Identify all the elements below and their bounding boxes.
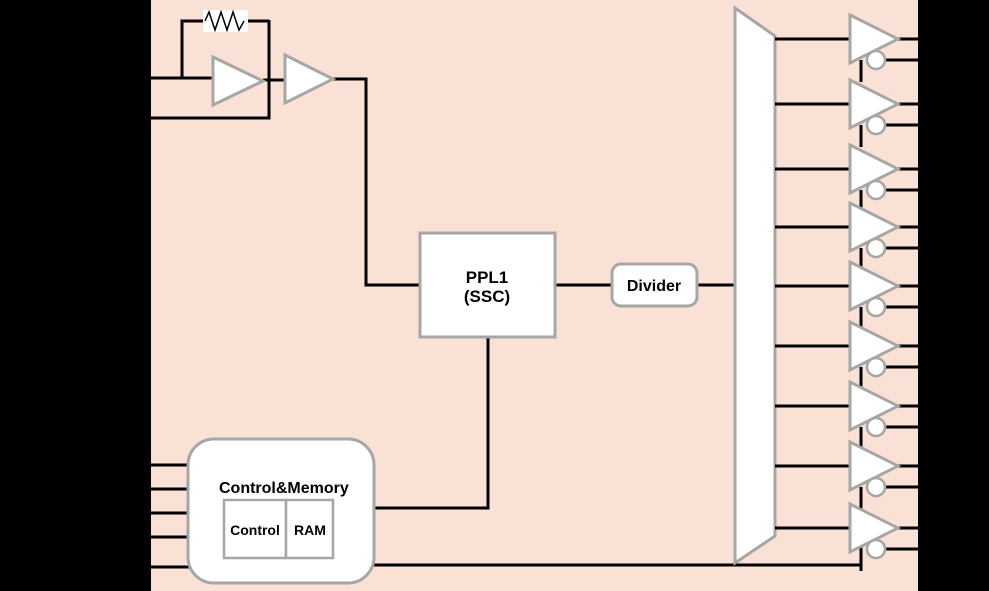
resistor-zigzag — [204, 9, 245, 33]
output-buffer-8[interactable] — [848, 439, 918, 509]
amplifier-layer — [211, 52, 337, 108]
control-sub-label: Control — [230, 522, 280, 538]
output-buffer-5[interactable] — [848, 259, 918, 329]
output-buffer-3[interactable] — [848, 142, 918, 212]
osc-buffer-triangle — [283, 52, 337, 106]
divider-label: Divider — [627, 278, 681, 295]
divider-body — [610, 262, 699, 308]
wire-xtal-out — [151, 20, 271, 120]
ram-sub-block[interactable]: RAM — [284, 498, 335, 560]
wire-feedback-left — [180, 19, 205, 78]
control-memory-title: Control&Memory — [219, 480, 349, 497]
buffer-4-invert-bubble — [865, 237, 887, 259]
osc-inverter-triangle — [211, 54, 267, 108]
divider-block[interactable]: Divider — [610, 262, 699, 308]
output-buffer-1[interactable] — [848, 12, 918, 82]
output-buffer-7[interactable] — [848, 379, 918, 449]
control-sub-block[interactable]: Control — [222, 498, 288, 560]
buffer-9-invert-bubble — [865, 538, 887, 560]
buffer-7-invert-bubble — [865, 416, 887, 438]
mux-fanout-layer — [775, 37, 850, 530]
ram-sub-label: RAM — [294, 522, 326, 538]
buffer-1-invert-bubble — [865, 49, 887, 71]
wire-pll-to-control — [374, 337, 490, 510]
mux-body — [733, 5, 777, 566]
pll-label-line2: (SSC) — [464, 287, 510, 306]
pll-label-line1: PPL1 — [466, 268, 509, 287]
control-memory-block[interactable]: Control&Memory Control RAM — [186, 437, 376, 585]
pll-body — [418, 231, 557, 339]
wire-buf-to-pll — [333, 77, 420, 287]
feedback-resistor — [203, 9, 248, 33]
osc-buffer-amplifier[interactable] — [283, 52, 337, 106]
buffer-8-invert-bubble — [865, 476, 887, 498]
osc-inverter-amplifier[interactable] — [211, 54, 267, 108]
buffer-3-invert-bubble — [865, 179, 887, 201]
output-buffer-9[interactable] — [848, 501, 918, 571]
output-buffer-layer — [848, 12, 918, 571]
output-buffer-6[interactable] — [848, 319, 918, 389]
clock-distribution-mux[interactable] — [733, 5, 777, 566]
buffer-6-invert-bubble — [865, 356, 887, 378]
output-buffer-4[interactable] — [848, 200, 918, 270]
pll-block[interactable]: PPL1 (SSC) — [418, 231, 557, 339]
output-buffer-2[interactable] — [848, 77, 918, 147]
buffer-5-invert-bubble — [865, 296, 887, 318]
ram-sub-body — [284, 498, 335, 560]
buffer-2-invert-bubble — [865, 114, 887, 136]
